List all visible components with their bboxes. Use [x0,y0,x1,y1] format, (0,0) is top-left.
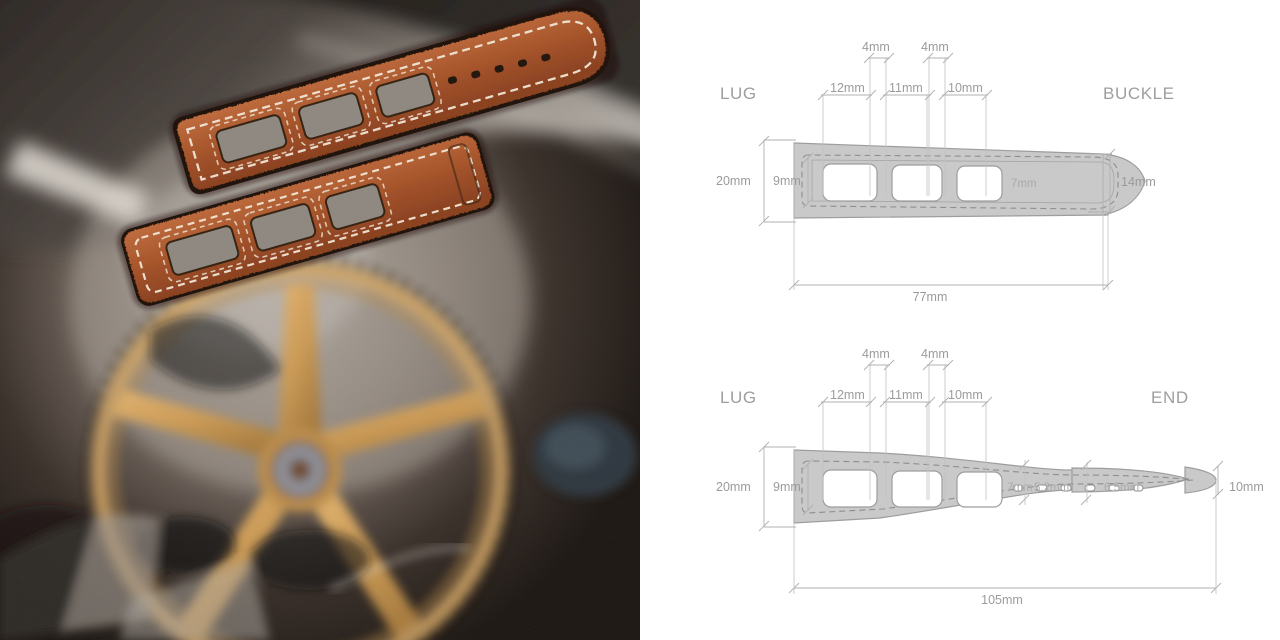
bottom-seg-1-label: 12mm [830,388,865,402]
bottom-total-length-dim: 105mm [788,582,1222,607]
top-seg-1-label: 12mm [830,81,865,95]
bottom-gap-1-label: 4mm [862,347,890,361]
bottom-seg-3-label: 10mm [948,388,983,402]
bottom-lug-label: LUG [720,388,757,407]
bottom-left-width-dim: 20mm [716,441,796,532]
top-total-length-dim: 77mm [788,279,1114,304]
bottom-strap-diagram: LUG END [716,347,1264,607]
bottom-10mm-label: 10mm [1229,480,1264,494]
top-strap-shape: 7mm [793,142,1146,219]
bottom-20mm-label: 20mm [716,480,751,494]
bottom-hole-label: 7mm [1007,482,1033,494]
bottom-105mm-label: 105mm [981,593,1023,607]
bottom-9mm-label: 9mm [773,480,801,494]
bottom-end-label: END [1151,388,1189,407]
top-cutouts [822,163,1003,202]
bottom-right-width-dim: 10mm [1212,460,1264,500]
top-20mm-label: 20mm [716,174,751,188]
top-gap-2-label: 4mm [921,40,949,54]
bottom-punch-label-2: 6.5mm [1104,482,1139,494]
bottom-gap-dims: 4mm 4mm [862,347,954,371]
bottom-extension-lines [793,365,1217,594]
top-14mm-label: 14mm [1121,175,1156,189]
bottom-cutouts [822,469,1003,508]
top-gap-dims: 4mm 4mm [862,40,954,64]
top-seg-3-label: 10mm [948,81,983,95]
photo-canvas [0,0,640,640]
technical-drawing-panel: LUG BUCKLE 7mm [640,0,1280,640]
drawing-canvas: LUG BUCKLE 7mm [640,0,1280,640]
top-seg-2-label: 11mm [889,81,923,95]
bottom-body-ticks [1018,459,1092,506]
top-buckle-label: BUCKLE [1103,84,1175,103]
top-gap-1-label: 4mm [862,40,890,54]
bottom-strap-shape: 7mm 5.2mm 6.5mm [793,449,1217,524]
photo-grain [0,0,640,640]
watch-strap-photo [0,0,640,640]
bottom-segment-dims: 12mm 11mm 10mm [817,388,993,408]
top-right-width-dim: 14mm [1088,148,1156,217]
bottom-punch-holes [1012,484,1144,492]
top-hole-label: 7mm [1011,178,1037,190]
top-left-width-dim: 20mm [716,135,796,227]
top-strap-diagram: LUG BUCKLE 7mm [716,40,1175,304]
top-lug-label: LUG [720,84,757,103]
bottom-inner-width-dim: 9mm [773,458,814,516]
bottom-seg-2-label: 11mm [889,388,923,402]
top-extension-lines [793,58,1109,290]
bottom-gap-2-label: 4mm [921,347,949,361]
top-segment-dims: 12mm 11mm 10mm [817,81,993,101]
top-9mm-label: 9mm [773,174,801,188]
top-77mm-label: 77mm [913,290,948,304]
bottom-punch-label-1: 5.2mm [1034,482,1069,494]
top-inner-width-dim: 9mm [773,152,814,209]
